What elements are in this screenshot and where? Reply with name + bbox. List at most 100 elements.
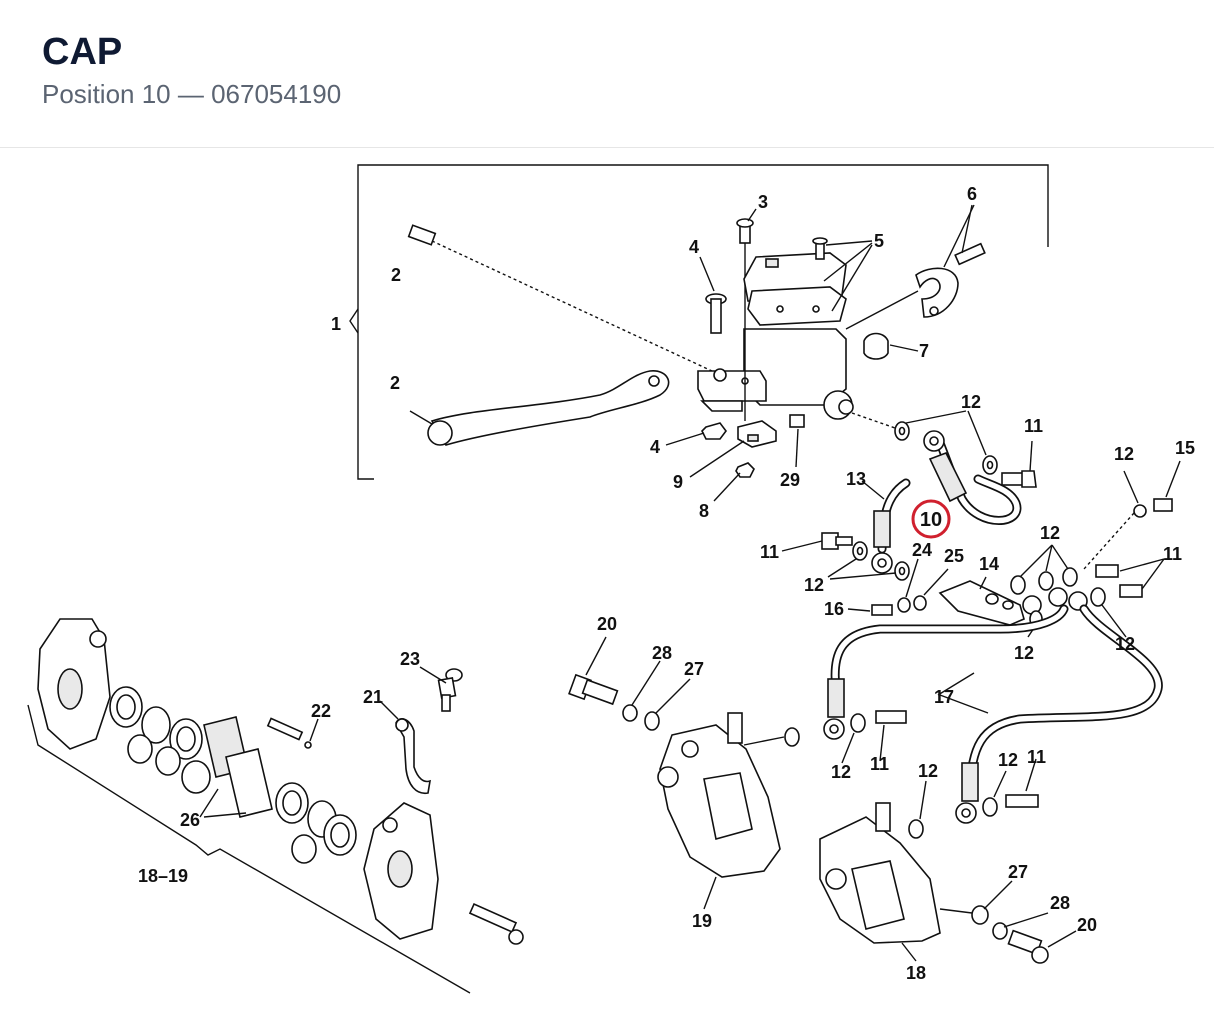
label-12-caliper: 12 bbox=[831, 762, 851, 782]
caliper-group-bracket bbox=[27, 704, 471, 994]
label-28-low: 28 bbox=[1050, 893, 1070, 913]
caliper-18 bbox=[819, 802, 941, 944]
washer-12-i bbox=[982, 797, 998, 817]
label-4-top: 4 bbox=[689, 237, 699, 257]
label-14: 14 bbox=[979, 554, 999, 574]
label-12-lowmid: 12 bbox=[1014, 643, 1034, 663]
hose-guide-21 bbox=[395, 718, 432, 794]
reservoir-cover bbox=[743, 252, 847, 326]
washer-25 bbox=[913, 595, 927, 611]
washer-12-c bbox=[852, 541, 868, 561]
left-caliper-body bbox=[37, 618, 111, 750]
label-7: 7 bbox=[919, 341, 929, 361]
label-11-caliper: 11 bbox=[870, 754, 889, 774]
banjo-bolt-11-mid bbox=[875, 710, 907, 724]
page-header: CAP Position 10 — 067054190 bbox=[0, 0, 1214, 148]
label-11-lower: 11 bbox=[1027, 747, 1046, 767]
banjo-bolt-11-left bbox=[821, 532, 853, 550]
brake-hose-17 bbox=[823, 604, 1163, 824]
label-12-lowright: 12 bbox=[1115, 634, 1135, 654]
washer-27-low bbox=[971, 905, 989, 925]
exploded-view-svg: 10 1 2 2 3 4 4 5 6 7 8 9 29 12 11 13 12 … bbox=[27, 164, 1195, 994]
label-2-lever: 2 bbox=[390, 373, 400, 393]
page-subtitle: Position 10 — 067054190 bbox=[42, 79, 342, 109]
label-1: 1 bbox=[331, 314, 341, 334]
pistons-left bbox=[109, 686, 211, 794]
screw-3 bbox=[736, 218, 754, 244]
bolt-16 bbox=[871, 604, 893, 616]
label-17: 17 bbox=[934, 687, 954, 707]
label-16: 16 bbox=[824, 599, 844, 619]
label-12-lower-a: 12 bbox=[918, 761, 938, 781]
pistons-right bbox=[275, 782, 357, 864]
washer-12-g bbox=[850, 713, 866, 733]
label-2-top: 2 bbox=[391, 265, 401, 285]
label-28-top: 28 bbox=[652, 643, 672, 663]
pin-29 bbox=[789, 414, 805, 428]
page-title: CAP bbox=[42, 31, 123, 73]
label-5: 5 bbox=[874, 231, 884, 251]
banjo-fittings-right bbox=[1010, 567, 1106, 628]
label-12-top: 12 bbox=[961, 392, 981, 412]
label-29: 29 bbox=[780, 470, 800, 490]
label-6: 6 bbox=[967, 184, 977, 204]
handlebar-clamp bbox=[915, 242, 986, 318]
label-24: 24 bbox=[912, 540, 932, 560]
label-12-topright: 12 bbox=[1114, 444, 1134, 464]
washer-12-f bbox=[784, 727, 800, 747]
label-9: 9 bbox=[673, 472, 683, 492]
caliper-bolt-20 bbox=[568, 673, 619, 706]
label-3: 3 bbox=[758, 192, 768, 212]
washer-12-d bbox=[894, 561, 910, 581]
parts-diagram: 10 1 2 2 3 4 4 5 6 7 8 9 29 12 11 13 12 … bbox=[0, 149, 1214, 1014]
bracket-brace-1 bbox=[349, 308, 359, 334]
banjo-bolt-11-top bbox=[1001, 470, 1037, 488]
brake-hose-10 bbox=[923, 430, 1022, 525]
nut-4 bbox=[701, 422, 727, 440]
label-15: 15 bbox=[1175, 438, 1195, 458]
label-27-low: 27 bbox=[1008, 862, 1028, 882]
label-11-right: 11 bbox=[1163, 544, 1182, 564]
master-cylinder bbox=[697, 239, 854, 421]
label-27-top: 27 bbox=[684, 659, 704, 679]
brake-pads-26 bbox=[203, 716, 273, 818]
highlight-ring-10 bbox=[911, 499, 951, 539]
label-12-lower-b: 12 bbox=[998, 750, 1018, 770]
banjo-bolts-11-right bbox=[1095, 564, 1143, 598]
screws-5 bbox=[812, 237, 828, 260]
caliper-bolt-left bbox=[468, 903, 524, 945]
washer-24 bbox=[897, 597, 911, 613]
bolt-4 bbox=[705, 293, 727, 334]
label-11-left: 11 bbox=[760, 542, 779, 562]
brake-hose-13 bbox=[871, 478, 911, 574]
label-22: 22 bbox=[311, 701, 331, 721]
banjo-bolt-11-low bbox=[1005, 794, 1039, 808]
label-23: 23 bbox=[400, 649, 420, 669]
label-11-top: 11 bbox=[1024, 416, 1043, 436]
label-20-low: 20 bbox=[1077, 915, 1097, 935]
label-12-mid: 12 bbox=[1040, 523, 1060, 543]
label-8: 8 bbox=[699, 501, 709, 521]
label-4-bottom: 4 bbox=[650, 437, 660, 457]
label-12-left: 12 bbox=[804, 575, 824, 595]
nut-8 bbox=[735, 462, 755, 478]
washer-12-e bbox=[1133, 504, 1147, 518]
label-19: 19 bbox=[692, 911, 712, 931]
label-13: 13 bbox=[846, 469, 866, 489]
label-25: 25 bbox=[944, 546, 964, 566]
bleeder-23 bbox=[437, 668, 463, 712]
label-26: 26 bbox=[180, 810, 200, 830]
pad-pin-22 bbox=[266, 717, 312, 749]
washer-12-h bbox=[908, 819, 924, 839]
label-21: 21 bbox=[363, 687, 383, 707]
washer-28 bbox=[622, 704, 638, 722]
highlight-label-10: 10 bbox=[920, 509, 942, 531]
brake-switch bbox=[737, 420, 777, 448]
bolt-15 bbox=[1153, 498, 1173, 512]
callout-labels: 1 2 2 3 4 4 5 6 7 8 9 29 12 11 13 12 15 … bbox=[138, 184, 1195, 983]
cap-7 bbox=[863, 332, 889, 360]
caliper-bolt-20-low bbox=[1007, 929, 1049, 964]
washer-28-low bbox=[992, 922, 1008, 940]
label-20-top: 20 bbox=[597, 614, 617, 634]
label-18-19: 18–19 bbox=[138, 866, 188, 886]
